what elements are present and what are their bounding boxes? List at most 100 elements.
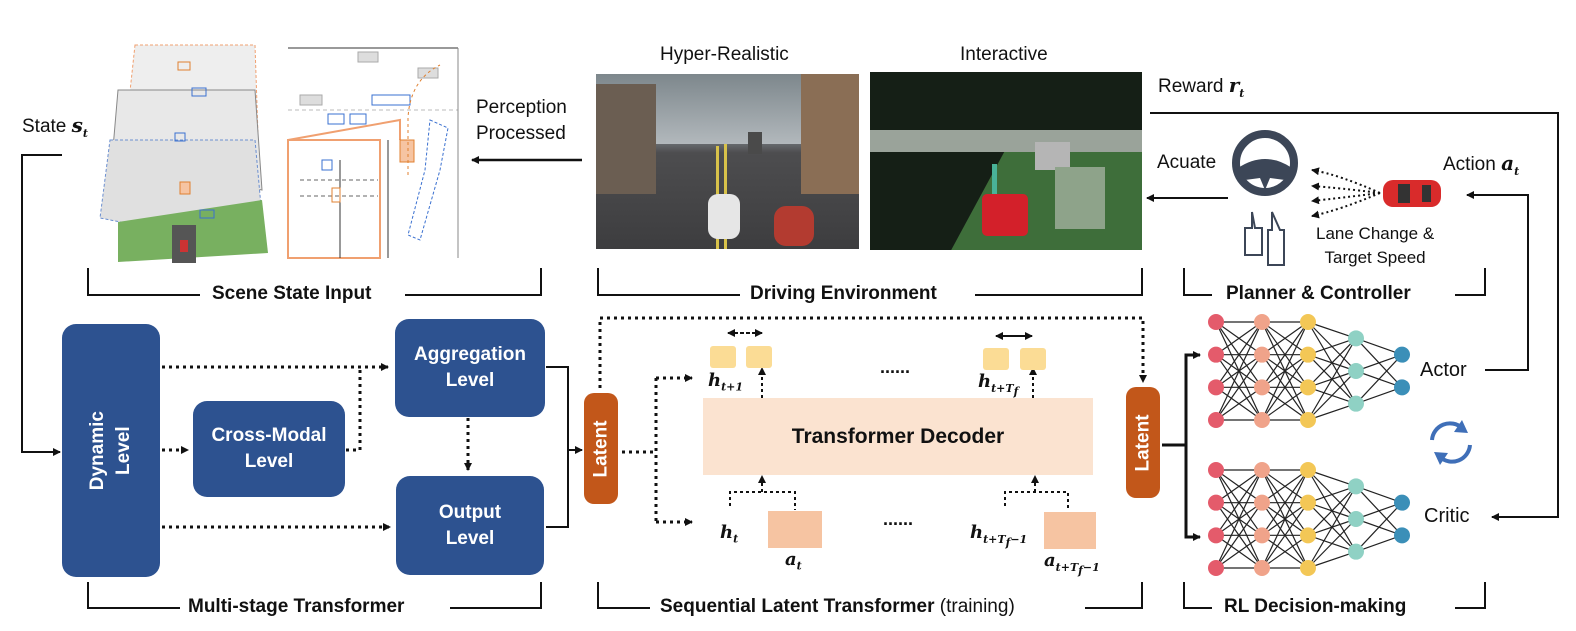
critic-node (1254, 560, 1270, 576)
crossmodal-to-aggregation (346, 367, 362, 452)
actor-node (1254, 314, 1270, 330)
actor-edge (1307, 337, 1357, 356)
actor-node (1254, 412, 1270, 428)
actor-node (1394, 379, 1410, 396)
critic-edge (1307, 469, 1357, 487)
acuate-label: Acuate (1157, 152, 1217, 173)
actor-node (1348, 330, 1364, 347)
actor-node (1348, 395, 1364, 412)
actor-node (1208, 379, 1224, 396)
critic-edge (1215, 534, 1263, 569)
critic-edge (1355, 502, 1403, 520)
actor-node (1300, 346, 1316, 363)
critic-node (1300, 560, 1316, 576)
a-t-label: at (785, 549, 802, 573)
actor-node (1348, 363, 1364, 379)
critic-edge (1355, 502, 1403, 553)
critic-edge (1261, 502, 1309, 569)
critic-node (1208, 527, 1224, 544)
reward-line (1150, 112, 1559, 521)
critic-edge (1261, 469, 1309, 569)
critic-label: Critic (1424, 505, 1470, 527)
hidden-token-4 (1020, 348, 1046, 370)
actor-node (1208, 314, 1224, 330)
latent-loop (598, 316, 1147, 388)
latent-right: Latent (1126, 387, 1160, 498)
critic-edge (1307, 486, 1357, 569)
critic-node (1394, 494, 1410, 511)
actor-node (1300, 379, 1316, 396)
driving-env-bracket (597, 268, 1143, 296)
critic-edge (1215, 469, 1263, 569)
perception-label: Perception Processed (476, 97, 567, 144)
actor-edge (1261, 386, 1309, 421)
actor-edge (1307, 403, 1357, 421)
action-label: Action at (1443, 151, 1520, 178)
critic-node (1300, 462, 1316, 478)
hyper-realistic-label: Hyper-Realistic (660, 44, 789, 65)
critic-edge (1215, 469, 1263, 536)
bev-map (287, 47, 459, 259)
rl-bracket (1183, 582, 1486, 609)
actor-edge (1307, 337, 1357, 388)
transformer-decoder: Transformer Decoder (703, 398, 1093, 475)
critic-node (1300, 527, 1316, 544)
critic-node (1300, 494, 1316, 511)
actor-node (1208, 346, 1224, 363)
actor-edge (1261, 321, 1309, 421)
actor-node (1300, 412, 1316, 428)
red-car-icon (1383, 180, 1441, 207)
hyper-realistic-image (596, 74, 859, 249)
interactive-label: Interactive (960, 44, 1048, 65)
actor-network (1208, 314, 1410, 428)
actor-edge (1215, 321, 1263, 356)
pedals-icon (1244, 211, 1285, 266)
critic-node (1348, 478, 1364, 495)
ellipsis-bottom: ...... (883, 509, 914, 529)
actor-node (1208, 412, 1224, 428)
critic-node (1348, 543, 1364, 560)
actor-edge (1355, 337, 1403, 356)
critic-node (1254, 494, 1270, 511)
actor-edge (1307, 321, 1357, 339)
scene-state-bracket (87, 268, 542, 296)
action-token-2 (1044, 512, 1096, 549)
critic-edge (1261, 469, 1309, 504)
driving-env-title: Driving Environment (750, 283, 937, 304)
steering-wheel-icon (1232, 130, 1298, 196)
interactive-image (870, 72, 1142, 250)
latent-left: Latent (584, 393, 618, 504)
actor-to-action-arrow (1466, 191, 1529, 371)
critic-edge (1307, 518, 1357, 569)
critic-network (1208, 462, 1410, 576)
lane-change-label: Lane Change & Target Speed (1316, 224, 1435, 267)
actor-label: Actor (1420, 359, 1467, 381)
actor-edge (1215, 386, 1263, 421)
rl-title: RL Decision-making (1224, 596, 1407, 617)
dynamic-level-box: Dynamic Level (62, 324, 160, 577)
critic-node (1208, 462, 1224, 478)
critic-edge (1215, 502, 1263, 569)
a-t-tf-minus-1-label: at+Tf−1 (1044, 550, 1100, 577)
critic-edge (1307, 485, 1357, 536)
planner-title: Planner & Controller (1226, 283, 1411, 304)
actor-node (1254, 346, 1270, 363)
multistage-title: Multi-stage Transformer (188, 596, 405, 617)
critic-edge (1215, 469, 1263, 504)
critic-edge (1355, 485, 1403, 504)
hidden-token-3 (983, 348, 1009, 370)
critic-edge (1307, 485, 1357, 504)
critic-node (1254, 527, 1270, 544)
critic-edge (1261, 534, 1309, 569)
sequential-bracket (597, 582, 1143, 609)
actor-edge (1307, 370, 1357, 421)
h-t-label: ht (720, 522, 739, 546)
actor-node (1254, 379, 1270, 396)
critic-edge (1355, 534, 1403, 553)
reward-label: Reward rt (1158, 73, 1245, 100)
actor-edge (1355, 386, 1403, 405)
actor-edge (1355, 354, 1403, 405)
